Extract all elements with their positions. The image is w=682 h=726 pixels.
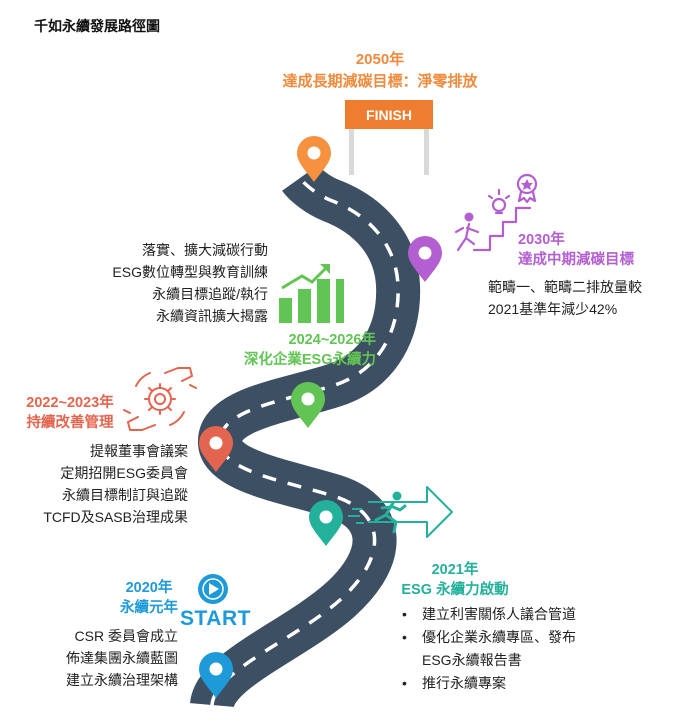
goal-year: 2050年 bbox=[355, 51, 405, 68]
list-item: TCFD及SASB治理成果 bbox=[43, 509, 188, 525]
milestone-2022-text: 持續改善管理 bbox=[26, 415, 114, 431]
list-item: 落實、擴大減碳行動 bbox=[142, 242, 268, 258]
milestone-2030-text: 達成中期減碳目標 bbox=[518, 252, 634, 268]
list-item: 永續資訊擴大揭露 bbox=[156, 308, 268, 324]
milestone-2020-year: 2020年 bbox=[125, 580, 173, 596]
location-pin-icon bbox=[199, 426, 233, 472]
finish-sign-icon bbox=[345, 100, 433, 175]
gear-hands-icon bbox=[123, 367, 197, 431]
milestone-2030-list: 範疇一、範疇二排放量較 2021基準年減少42% bbox=[488, 276, 642, 320]
milestone-2024-list: 落實、擴大減碳行動 ESG數位轉型與教育訓練 永續目標追蹤/執行 永續資訊擴大揭… bbox=[70, 239, 268, 327]
stairs-climber-icon bbox=[454, 173, 538, 252]
list-item: 2021基準年減少42% bbox=[488, 301, 618, 317]
list-item: 定期招開ESG委員會 bbox=[60, 465, 188, 481]
list-item: 推行永續專案 bbox=[400, 672, 576, 695]
runner-arrow-icon bbox=[348, 486, 453, 538]
page-title: 千如永續發展路徑圖 bbox=[34, 18, 160, 34]
list-item: 範疇一、範疇二排放量較 bbox=[488, 279, 642, 295]
goal-text: 達成長期減碳目標：淨零排放 bbox=[282, 73, 478, 90]
list-item: 建立永續治理架構 bbox=[66, 672, 178, 688]
list-item: 佈達集團永續藍圖 bbox=[66, 650, 178, 666]
milestone-2020-list: CSR 委員會成立 佈達集團永續藍圖 建立永續治理架構 bbox=[10, 625, 178, 691]
play-button-icon bbox=[198, 574, 228, 604]
list-item: 永續目標追蹤/執行 bbox=[152, 286, 268, 302]
milestone-2021-title: 2021年 ESG 永續力啟動 bbox=[390, 560, 520, 600]
location-pin-icon bbox=[199, 652, 233, 698]
milestone-2024-title: 2024~2026年 深化企業ESG永續力 bbox=[200, 330, 376, 370]
list-item: 永續目標制訂與追蹤 bbox=[62, 487, 188, 503]
start-label: START bbox=[180, 607, 251, 630]
milestone-2030-title: 2030年 達成中期減碳目標 bbox=[518, 230, 634, 270]
location-pin-icon bbox=[291, 382, 325, 428]
list-item: 建立利害關係人議合管道 bbox=[400, 603, 576, 626]
milestone-2030-year: 2030年 bbox=[518, 232, 565, 248]
milestone-2022-year: 2022~2023年 bbox=[26, 395, 114, 411]
milestone-2021-text: ESG 永續力啟動 bbox=[401, 582, 509, 598]
list-item: 提報董事會議案 bbox=[90, 443, 188, 459]
milestone-2021-list: 建立利害關係人議合管道 優化企業永續專區、發布 ESG永續報告書 推行永續專案 bbox=[400, 603, 576, 695]
growth-bar-chart-icon bbox=[279, 264, 344, 323]
milestone-2022-title: 2022~2023年 持續改善管理 bbox=[14, 393, 126, 433]
list-item: 優化企業永續專區、發布 bbox=[400, 626, 576, 649]
milestone-2021-year: 2021年 bbox=[431, 562, 479, 578]
milestone-2022-list: 提報董事會議案 定期招開ESG委員會 永續目標制訂與追蹤 TCFD及SASB治理… bbox=[10, 440, 188, 528]
list-item: ESG數位轉型與教育訓練 bbox=[112, 264, 268, 280]
location-pin-icon bbox=[297, 136, 331, 182]
list-item: ESG永續報告書 bbox=[422, 652, 522, 668]
list-item: CSR 委員會成立 bbox=[74, 628, 178, 644]
milestone-2024-text: 深化企業ESG永續力 bbox=[243, 352, 376, 368]
location-pin-icon bbox=[408, 236, 442, 282]
milestone-2020-text: 永續元年 bbox=[120, 600, 178, 616]
winding-road bbox=[190, 164, 421, 711]
milestone-2020-title: 2020年 永續元年 bbox=[104, 578, 194, 618]
milestone-2024-year: 2024~2026年 bbox=[288, 332, 376, 348]
finish-label: FINISH bbox=[366, 107, 412, 123]
location-pin-icon bbox=[309, 500, 343, 546]
